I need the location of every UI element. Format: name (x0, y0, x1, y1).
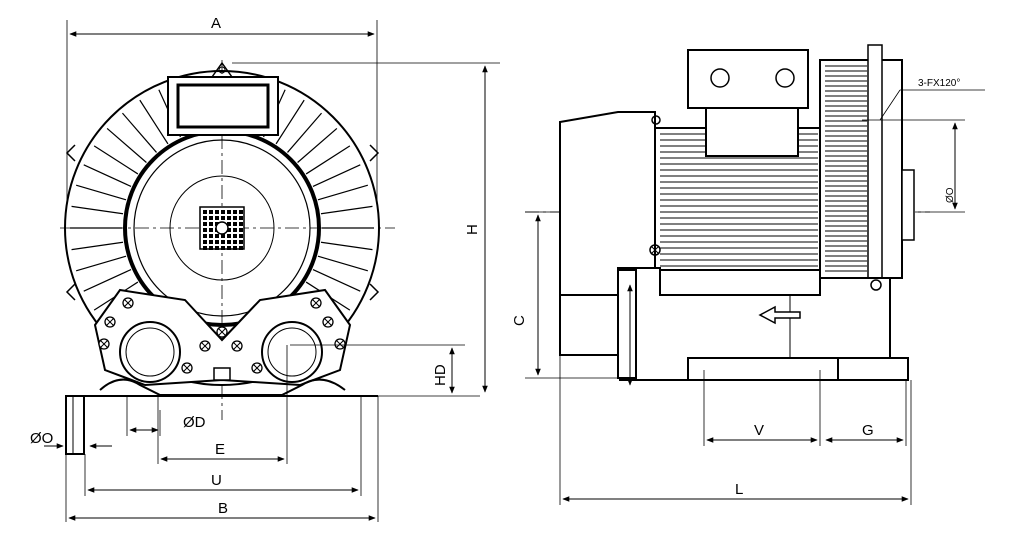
outlet-flange (559, 294, 619, 356)
base-rail (687, 357, 839, 381)
note-3fx120: 3-FX120° (918, 78, 960, 89)
dim-label-l: L (735, 481, 743, 498)
dim-label-a: A (211, 15, 221, 32)
dim-label-e: E (215, 441, 225, 458)
dim-label-v: V (754, 422, 764, 439)
inlet-port (119, 321, 181, 383)
dim-label-g: G (862, 422, 874, 439)
housing-outer (64, 70, 380, 386)
port-housing (65, 144, 380, 387)
side-view: 3-FX120° ØO C V G L (511, 44, 985, 505)
front-view: A H HD ØD ØO E U B (30, 15, 500, 522)
blower-housing (819, 59, 903, 279)
hub-pattern (199, 206, 245, 250)
terminal-box-side (687, 49, 809, 157)
terminal-box-front (167, 61, 279, 136)
dim-label-u: U (211, 472, 222, 489)
dim-label-h: H (464, 224, 481, 235)
dim-label-side-oo: ØO (945, 187, 956, 203)
dim-label-oo: ØO (30, 430, 53, 447)
dim-label-c: C (511, 315, 528, 326)
dim-label-od: ØD (183, 414, 206, 431)
flow-arrow (758, 305, 801, 325)
dim-label-b: B (218, 500, 228, 517)
outlet-port (261, 321, 323, 383)
dim-label-hd: HD (432, 364, 449, 386)
